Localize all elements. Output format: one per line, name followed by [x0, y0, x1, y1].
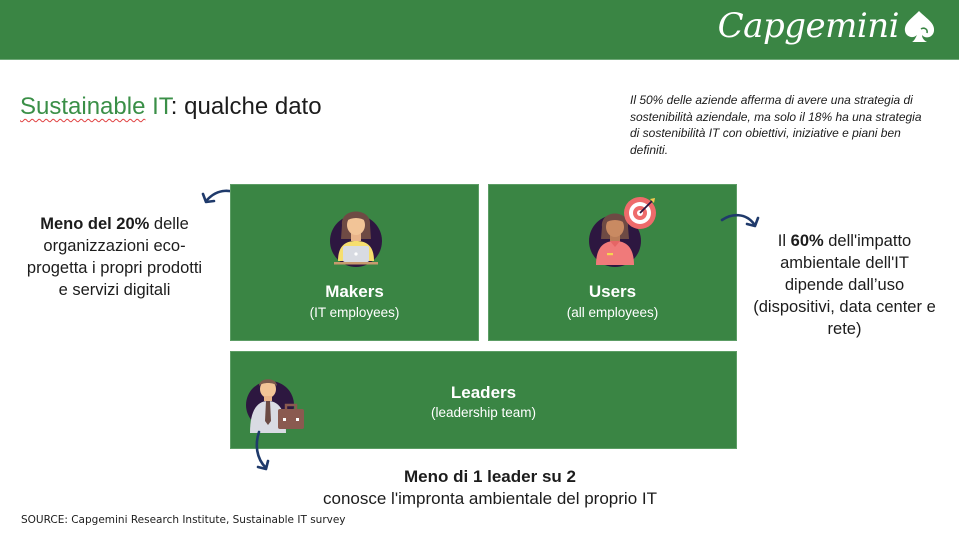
callout-right-bold: 60% [790, 232, 824, 250]
users-box: Users (all employees) [488, 184, 737, 341]
spade-icon [904, 11, 935, 42]
logo-text: Capgemini [717, 6, 900, 46]
leaders-subtitle: (leadership team) [430, 405, 537, 420]
makers-title: Makers [325, 282, 384, 301]
source-note: SOURCE: Capgemini Research Institute, Su… [21, 514, 346, 526]
title-accent: Sustainable [20, 93, 146, 120]
callout-bottom-bold: Meno di 1 leader su 2 [404, 467, 576, 486]
capgemini-logo: Capgemini [718, 4, 937, 48]
makers-box: Makers (IT employees) [230, 184, 479, 341]
callout-left-text: delle organizzazioni eco-progetta i prop… [26, 215, 203, 299]
makers-subtitle: (IT employees) [309, 305, 400, 320]
callout-leaders-awareness: Meno di 1 leader su 2 conosce l'impronta… [260, 466, 720, 510]
users-title: Users [588, 282, 637, 301]
callout-right-prefix: Il [777, 232, 791, 250]
businessman-briefcase-icon [246, 379, 304, 433]
title-rest: : qualche dato [170, 93, 322, 120]
page-title: Sustainable IT: qualche dato [20, 92, 322, 122]
callout-eco-design: Meno del 20% delle organizzazioni eco-pr… [22, 213, 207, 301]
callout-bottom-text: conosce l'impronta ambientale del propri… [323, 489, 657, 508]
title-accent-it: IT [152, 93, 171, 120]
woman-laptop-icon [330, 211, 382, 267]
leaders-title: Leaders [450, 383, 517, 402]
callout-right-text: dell'impatto ambientale dell'IT dipende … [753, 232, 936, 338]
curved-arrow-down-icon [255, 430, 270, 471]
woman-target-icon [589, 197, 656, 267]
strategy-note: Il 50% delle aziende afferma di avere un… [630, 93, 922, 157]
users-subtitle: (all employees) [566, 305, 659, 320]
callout-usage-impact: Il 60% dell'impatto ambientale dell'IT d… [752, 230, 937, 340]
leaders-box: Leaders (leadership team) [230, 351, 737, 449]
curved-arrow-right-icon [720, 213, 760, 228]
header-bar: Capgemini [0, 0, 959, 60]
callout-left-bold: Meno del 20% [40, 215, 150, 233]
